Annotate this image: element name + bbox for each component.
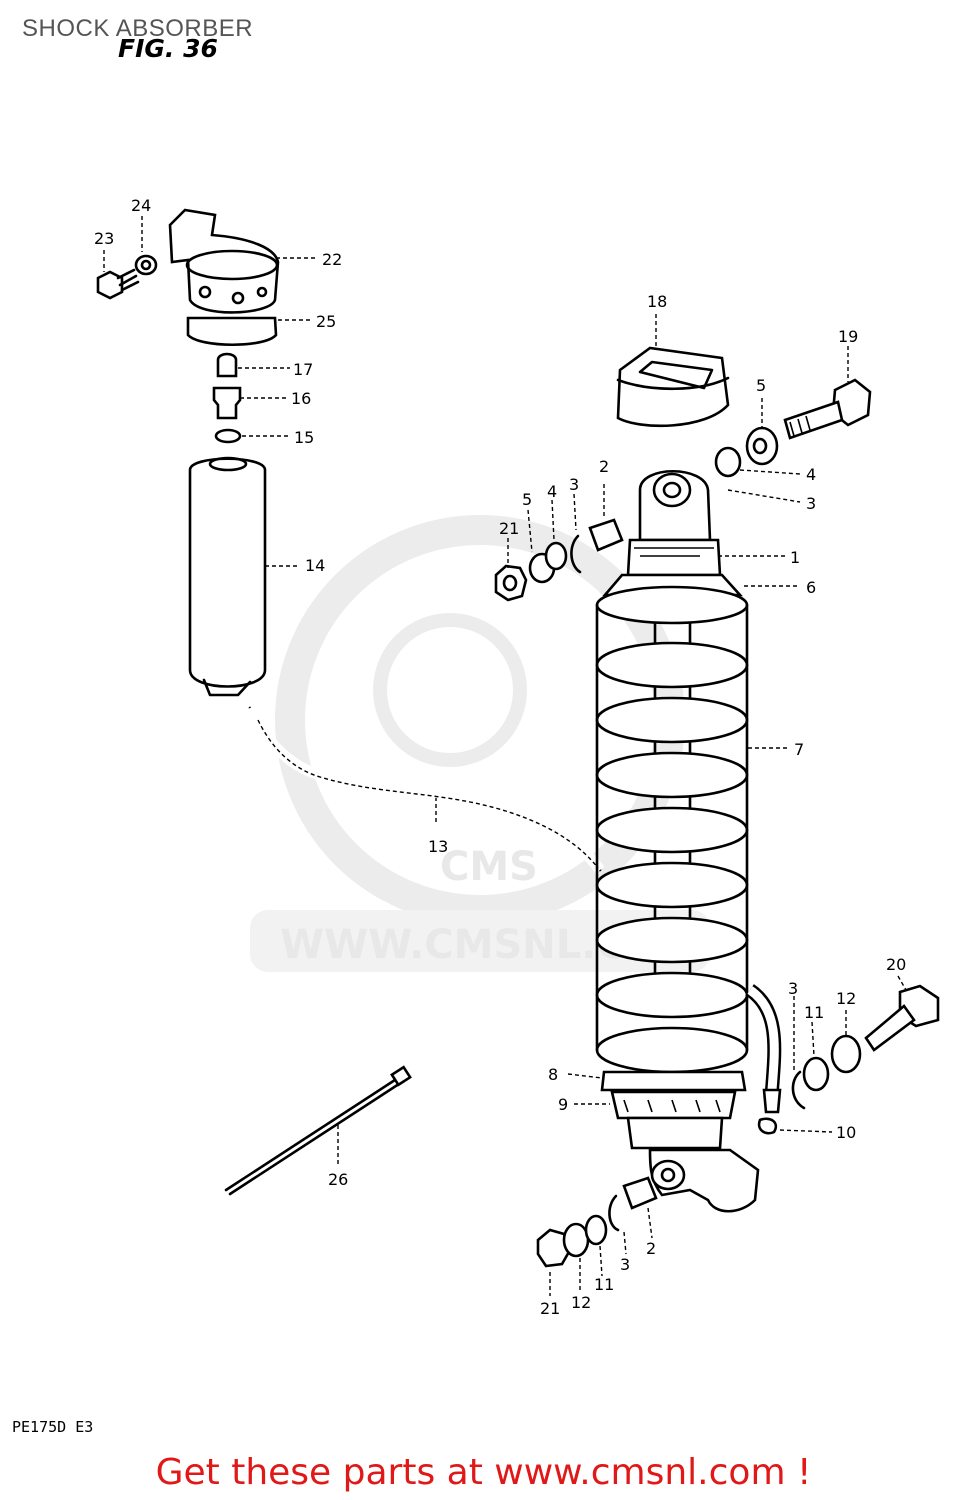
bolt-23 [96, 268, 140, 300]
collar-12-lower [562, 1222, 590, 1258]
valve-16 [212, 386, 242, 420]
bolt-20 [864, 984, 940, 1052]
circlip-3-lower [608, 1194, 620, 1232]
callout-20: 20 [886, 955, 906, 974]
callout-6: 6 [806, 578, 816, 597]
callout-25: 25 [316, 312, 336, 331]
callout-23: 23 [94, 229, 114, 248]
footer-cta-link[interactable]: Get these parts at www.cmsnl.com ! [155, 1452, 812, 1493]
callout-3-upper: 3 [569, 475, 579, 494]
watermark-logo-text: CMS [440, 844, 538, 890]
watermark-logo-face [373, 613, 527, 767]
callout-11-right: 11 [804, 1003, 824, 1022]
reservoir-body-14 [188, 456, 267, 697]
bushing-2-upper [588, 518, 624, 552]
reservoir-clamp-22 [168, 208, 280, 314]
callout-3-right: 3 [806, 494, 816, 513]
callout-5-right: 5 [756, 376, 766, 395]
callout-15: 15 [294, 428, 314, 447]
callout-2-lower: 2 [646, 1239, 656, 1258]
valve-cap-17 [216, 352, 238, 378]
collar-12-right [830, 1034, 862, 1074]
callout-13: 13 [428, 837, 448, 856]
bushing-2-lower [622, 1176, 658, 1210]
circlip-3-upper [570, 534, 582, 574]
o-ring-15 [214, 428, 242, 444]
callout-7: 7 [794, 740, 804, 759]
callout-24: 24 [131, 196, 151, 215]
circlip-3-right-lower [791, 1070, 806, 1110]
callout-10: 10 [836, 1123, 856, 1142]
bolt-19 [783, 378, 872, 440]
nut-21-upper [494, 564, 528, 602]
watermark-banner [250, 910, 710, 972]
collar-5-right [745, 426, 779, 466]
callout-26: 26 [328, 1170, 348, 1189]
callout-22: 22 [322, 250, 342, 269]
callout-labels: 1 2 3 3 4 4 5 5 6 7 8 9 10 11 11 12 12 3… [94, 196, 906, 1318]
callout-4-upper: 4 [547, 482, 557, 501]
page-title: SHOCK ABSORBER [22, 15, 254, 42]
callout-5-upper: 5 [522, 490, 532, 509]
washer-4-upper [544, 541, 568, 571]
callout-21-upper: 21 [499, 519, 519, 538]
seal-4-right [714, 446, 742, 478]
callout-21-lower: 21 [540, 1299, 560, 1318]
cable-tie-26 [224, 1065, 412, 1196]
callout-2-upper: 2 [599, 457, 609, 476]
washer-11-lower [584, 1214, 608, 1246]
callout-12-right: 12 [836, 989, 856, 1008]
reservoir-ring-25 [186, 316, 278, 347]
hose-13 [244, 705, 605, 874]
callout-1: 1 [790, 548, 800, 567]
callout-14: 14 [305, 556, 325, 575]
callout-12-lower: 12 [571, 1293, 591, 1312]
adjuster-nut-8 [600, 1070, 747, 1092]
callout-8: 8 [548, 1065, 558, 1084]
callout-16: 16 [291, 389, 311, 408]
callout-3-right-lower: 3 [788, 979, 798, 998]
callout-3-lower: 3 [620, 1255, 630, 1274]
lower-mount [626, 1116, 760, 1213]
callout-17: 17 [293, 360, 313, 379]
clip-10 [757, 1117, 778, 1135]
callout-19: 19 [838, 327, 858, 346]
callout-4-right: 4 [806, 465, 816, 484]
nut-21-lower [536, 1228, 572, 1268]
lock-nut-9 [610, 1090, 737, 1120]
figure-label: FIG. 36 [118, 34, 218, 63]
callout-11-lower: 11 [594, 1275, 614, 1294]
washer-11-right [802, 1056, 830, 1092]
model-code: PE175D E3 [12, 1418, 94, 1436]
callout-18: 18 [647, 292, 667, 311]
leader-lines [103, 216, 907, 1296]
bump-stop-18 [616, 346, 730, 428]
washer-24 [134, 254, 158, 276]
hose-fitting-right [745, 984, 782, 1114]
callout-9: 9 [558, 1095, 568, 1114]
coil-spring-7 [595, 585, 749, 1074]
